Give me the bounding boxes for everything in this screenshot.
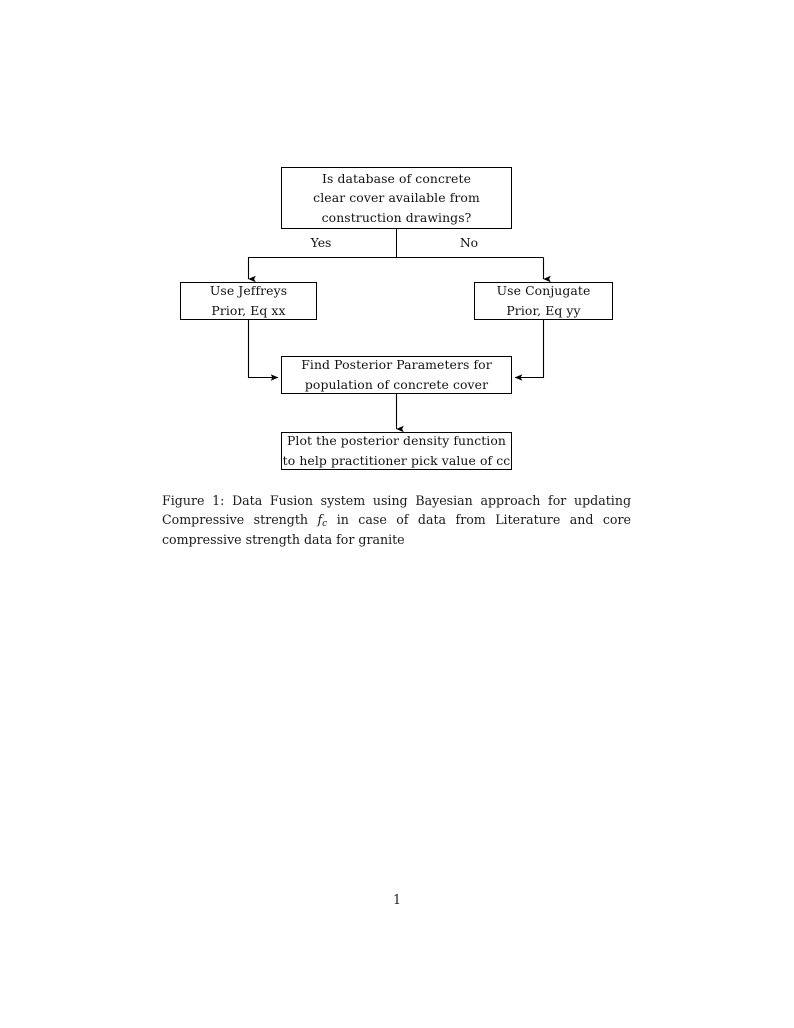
flow-node-jeffreys-line-1: Use Jeffreys bbox=[209, 283, 288, 299]
figure-caption-text-before: Data Fusion system using Bayesian approa… bbox=[162, 493, 632, 527]
flow-node-decision: Is database of concrete clear cover avai… bbox=[281, 167, 512, 229]
flow-node-conjugate-line-2: Prior, Eq yy bbox=[506, 303, 581, 318]
edge-label-no: No bbox=[459, 235, 479, 250]
edge-label-yes: Yes bbox=[310, 235, 332, 250]
page-number: 1 bbox=[392, 892, 401, 907]
flowchart-connectors bbox=[247, 229, 551, 433]
figure-flowchart: Is database of concrete clear cover avai… bbox=[0, 0, 794, 490]
flow-node-find-posterior: Find Posterior Parameters for population… bbox=[281, 356, 512, 394]
flow-node-plot-line-1: Plot the posterior density function bbox=[286, 433, 507, 449]
flow-node-plot-density: Plot the posterior density function to h… bbox=[281, 432, 512, 470]
figure-caption-label: Figure 1: bbox=[162, 493, 225, 508]
flow-node-conjugate-prior: Use Conjugate Prior, Eq yy bbox=[474, 282, 613, 320]
flow-node-jeffreys-prior: Use Jeffreys Prior, Eq xx bbox=[180, 282, 317, 320]
flow-node-posterior-line-1: Find Posterior Parameters for bbox=[301, 357, 492, 373]
flow-node-posterior-line-2: population of concrete cover bbox=[304, 377, 489, 392]
math-base: f bbox=[317, 511, 323, 527]
flow-node-decision-line-3: construction drawings? bbox=[321, 209, 472, 225]
flow-node-conjugate-line-1: Use Conjugate bbox=[496, 283, 591, 299]
flow-node-decision-line-2: clear cover available from bbox=[313, 190, 480, 206]
edge-conjugate-to-posterior bbox=[514, 320, 545, 381]
figure-caption: Figure 1: Data Fusion system using Bayes… bbox=[162, 492, 631, 549]
flow-node-jeffreys-line-2: Prior, Eq xx bbox=[211, 303, 286, 318]
figure-caption-math-fc: fc bbox=[317, 511, 328, 529]
edge-jeffreys-to-posterior bbox=[247, 320, 279, 381]
math-subscript: c bbox=[322, 518, 328, 529]
flow-node-decision-line-1: Is database of concrete bbox=[322, 170, 471, 186]
figure-caption-text-after: in case of data from Literature and core… bbox=[162, 511, 631, 547]
flow-node-plot-line-2: to help practitioner pick value of cc bbox=[282, 453, 511, 468]
